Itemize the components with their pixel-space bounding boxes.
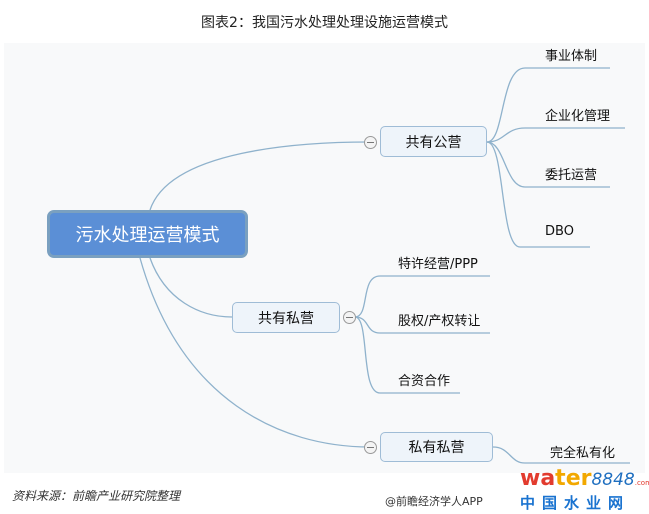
leaf-node[interactable]: 股权/产权转让 bbox=[398, 314, 481, 329]
mindmap-canvas bbox=[4, 43, 645, 473]
collapse-icon[interactable] bbox=[364, 136, 377, 149]
leaf-node[interactable]: DBO bbox=[545, 224, 574, 239]
connector-b1-c2 bbox=[486, 127, 625, 143]
app-watermark: @前瞻经济学人APP bbox=[385, 495, 483, 508]
connector-b1-c3 bbox=[486, 141, 610, 188]
logo-part: .com bbox=[634, 479, 649, 487]
connector-b2-c1 bbox=[354, 275, 490, 318]
leaf-node[interactable]: 完全私有化 bbox=[550, 446, 616, 461]
connector-root-branch2 bbox=[149, 257, 233, 318]
figure-title: 图表2：我国污水处理处理设施运营模式 bbox=[201, 15, 448, 31]
collapse-icon[interactable] bbox=[364, 441, 377, 454]
branch-node-public-private[interactable]: 共有私营 bbox=[232, 302, 340, 333]
connector-b3-c1 bbox=[492, 446, 630, 464]
leaf-node[interactable]: 合资合作 bbox=[398, 374, 451, 389]
connector-b2-c3 bbox=[354, 316, 460, 394]
water8848-logo: water8848.com bbox=[520, 467, 649, 495]
connector-b2-c2 bbox=[354, 316, 490, 334]
connector-root-branch1 bbox=[149, 141, 371, 211]
logo-part: wa bbox=[520, 466, 556, 491]
source-note: 资料来源：前瞻产业研究院整理 bbox=[12, 489, 181, 503]
leaf-node[interactable]: 特许经营/PPP bbox=[398, 257, 478, 272]
logo-part: 8848 bbox=[591, 470, 635, 490]
site-name: 中国水业网 bbox=[520, 494, 631, 512]
leaf-node[interactable]: 委托运营 bbox=[545, 168, 598, 183]
root-node[interactable]: 污水处理运营模式 bbox=[47, 210, 248, 258]
leaf-node[interactable]: 企业化管理 bbox=[545, 109, 611, 124]
branch-node-private-private[interactable]: 私有私营 bbox=[380, 432, 493, 462]
connector-b1-c4 bbox=[486, 141, 590, 248]
branch-node-public-public[interactable]: 共有公营 bbox=[380, 126, 487, 157]
collapse-icon[interactable] bbox=[343, 311, 356, 324]
leaf-node[interactable]: 事业体制 bbox=[545, 49, 598, 64]
connector-b1-c1 bbox=[486, 67, 610, 143]
connector-root-branch3 bbox=[139, 257, 371, 448]
logo-part: ter bbox=[555, 466, 592, 491]
